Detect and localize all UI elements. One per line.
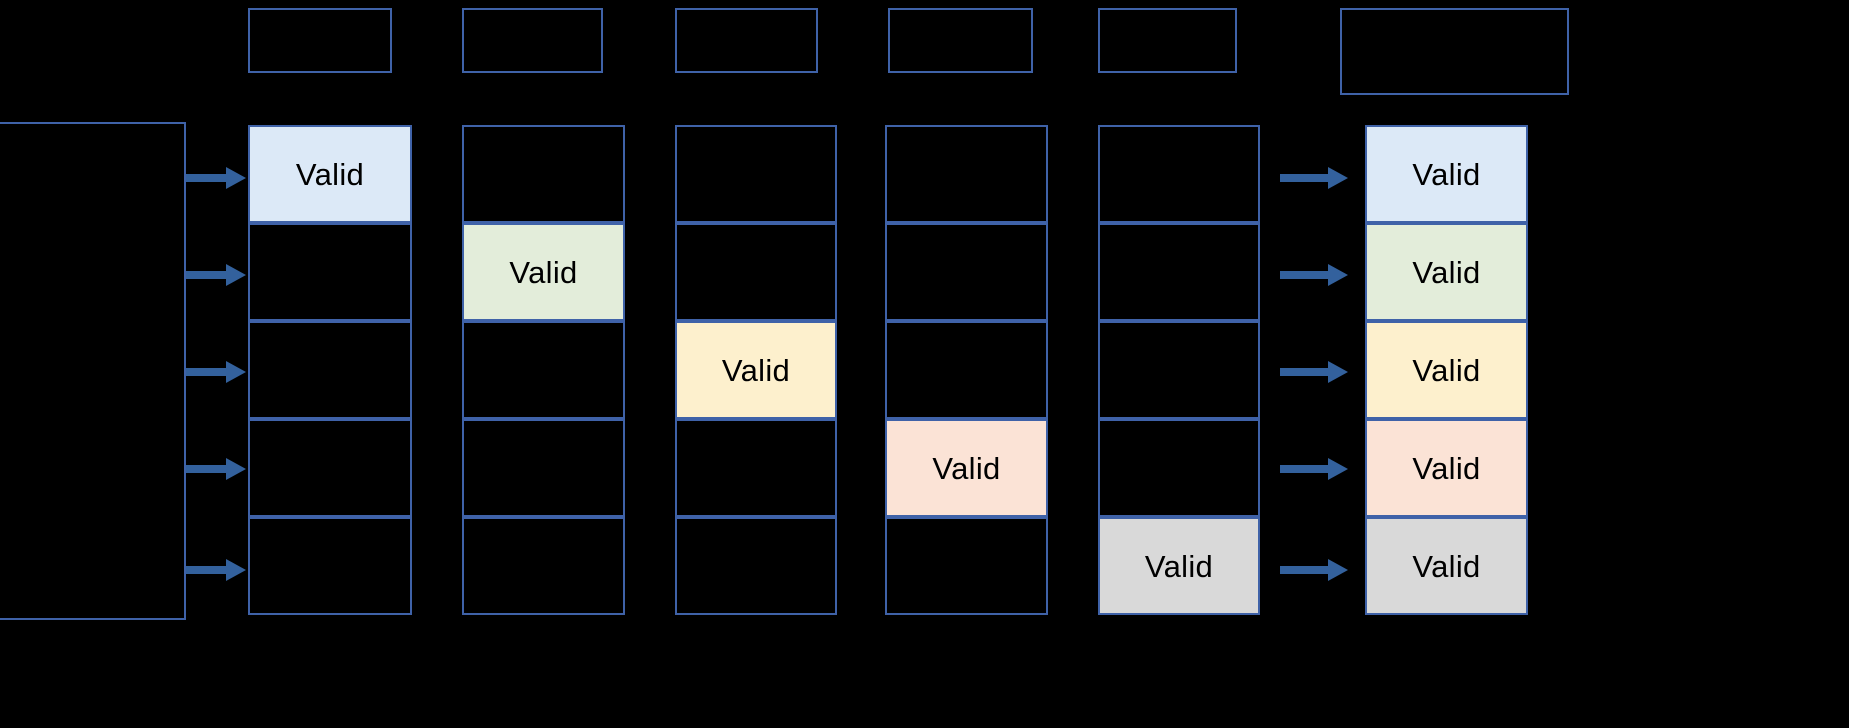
column-1-cell-4 bbox=[248, 419, 412, 517]
column-1-cell-5 bbox=[248, 517, 412, 615]
header-box-2 bbox=[462, 8, 603, 73]
arrow-right-2-icon bbox=[1280, 262, 1348, 288]
column-2-cell-2: Valid bbox=[462, 223, 625, 321]
source-box bbox=[0, 122, 186, 620]
arrow-left-5-icon bbox=[186, 557, 246, 583]
header-box-4 bbox=[888, 8, 1033, 73]
column-2-cell-5 bbox=[462, 517, 625, 615]
column-4-cell-2 bbox=[885, 223, 1048, 321]
column-3-cell-4 bbox=[675, 419, 837, 517]
column-result-cell-5: Valid bbox=[1365, 517, 1528, 615]
column-1-cell-3 bbox=[248, 321, 412, 419]
arrow-right-1-icon bbox=[1280, 165, 1348, 191]
header-box-1 bbox=[248, 8, 392, 73]
column-result-cell-2: Valid bbox=[1365, 223, 1528, 321]
arrow-right-4-icon bbox=[1280, 456, 1348, 482]
arrow-left-4-icon bbox=[186, 456, 246, 482]
column-1-cell-1: Valid bbox=[248, 125, 412, 223]
column-2-cell-1 bbox=[462, 125, 625, 223]
column-result-cell-3: Valid bbox=[1365, 321, 1528, 419]
column-5-cell-4 bbox=[1098, 419, 1260, 517]
column-2-cell-4 bbox=[462, 419, 625, 517]
column-4-cell-4: Valid bbox=[885, 419, 1048, 517]
column-2-cell-3 bbox=[462, 321, 625, 419]
column-4-cell-5 bbox=[885, 517, 1048, 615]
arrow-right-5-icon bbox=[1280, 557, 1348, 583]
header-box-5 bbox=[1098, 8, 1237, 73]
column-5-cell-3 bbox=[1098, 321, 1260, 419]
header-box-6 bbox=[1340, 8, 1569, 95]
column-3-cell-1 bbox=[675, 125, 837, 223]
column-5-cell-1 bbox=[1098, 125, 1260, 223]
column-1-cell-2 bbox=[248, 223, 412, 321]
column-3-cell-5 bbox=[675, 517, 837, 615]
column-4-cell-3 bbox=[885, 321, 1048, 419]
column-5-cell-2 bbox=[1098, 223, 1260, 321]
header-box-3 bbox=[675, 8, 818, 73]
arrow-left-3-icon bbox=[186, 359, 246, 385]
column-5-cell-5: Valid bbox=[1098, 517, 1260, 615]
column-result-cell-1: Valid bbox=[1365, 125, 1528, 223]
column-result-cell-4: Valid bbox=[1365, 419, 1528, 517]
arrow-right-3-icon bbox=[1280, 359, 1348, 385]
column-3-cell-3: Valid bbox=[675, 321, 837, 419]
column-4-cell-1 bbox=[885, 125, 1048, 223]
column-3-cell-2 bbox=[675, 223, 837, 321]
arrow-left-2-icon bbox=[186, 262, 246, 288]
arrow-left-1-icon bbox=[186, 165, 246, 191]
